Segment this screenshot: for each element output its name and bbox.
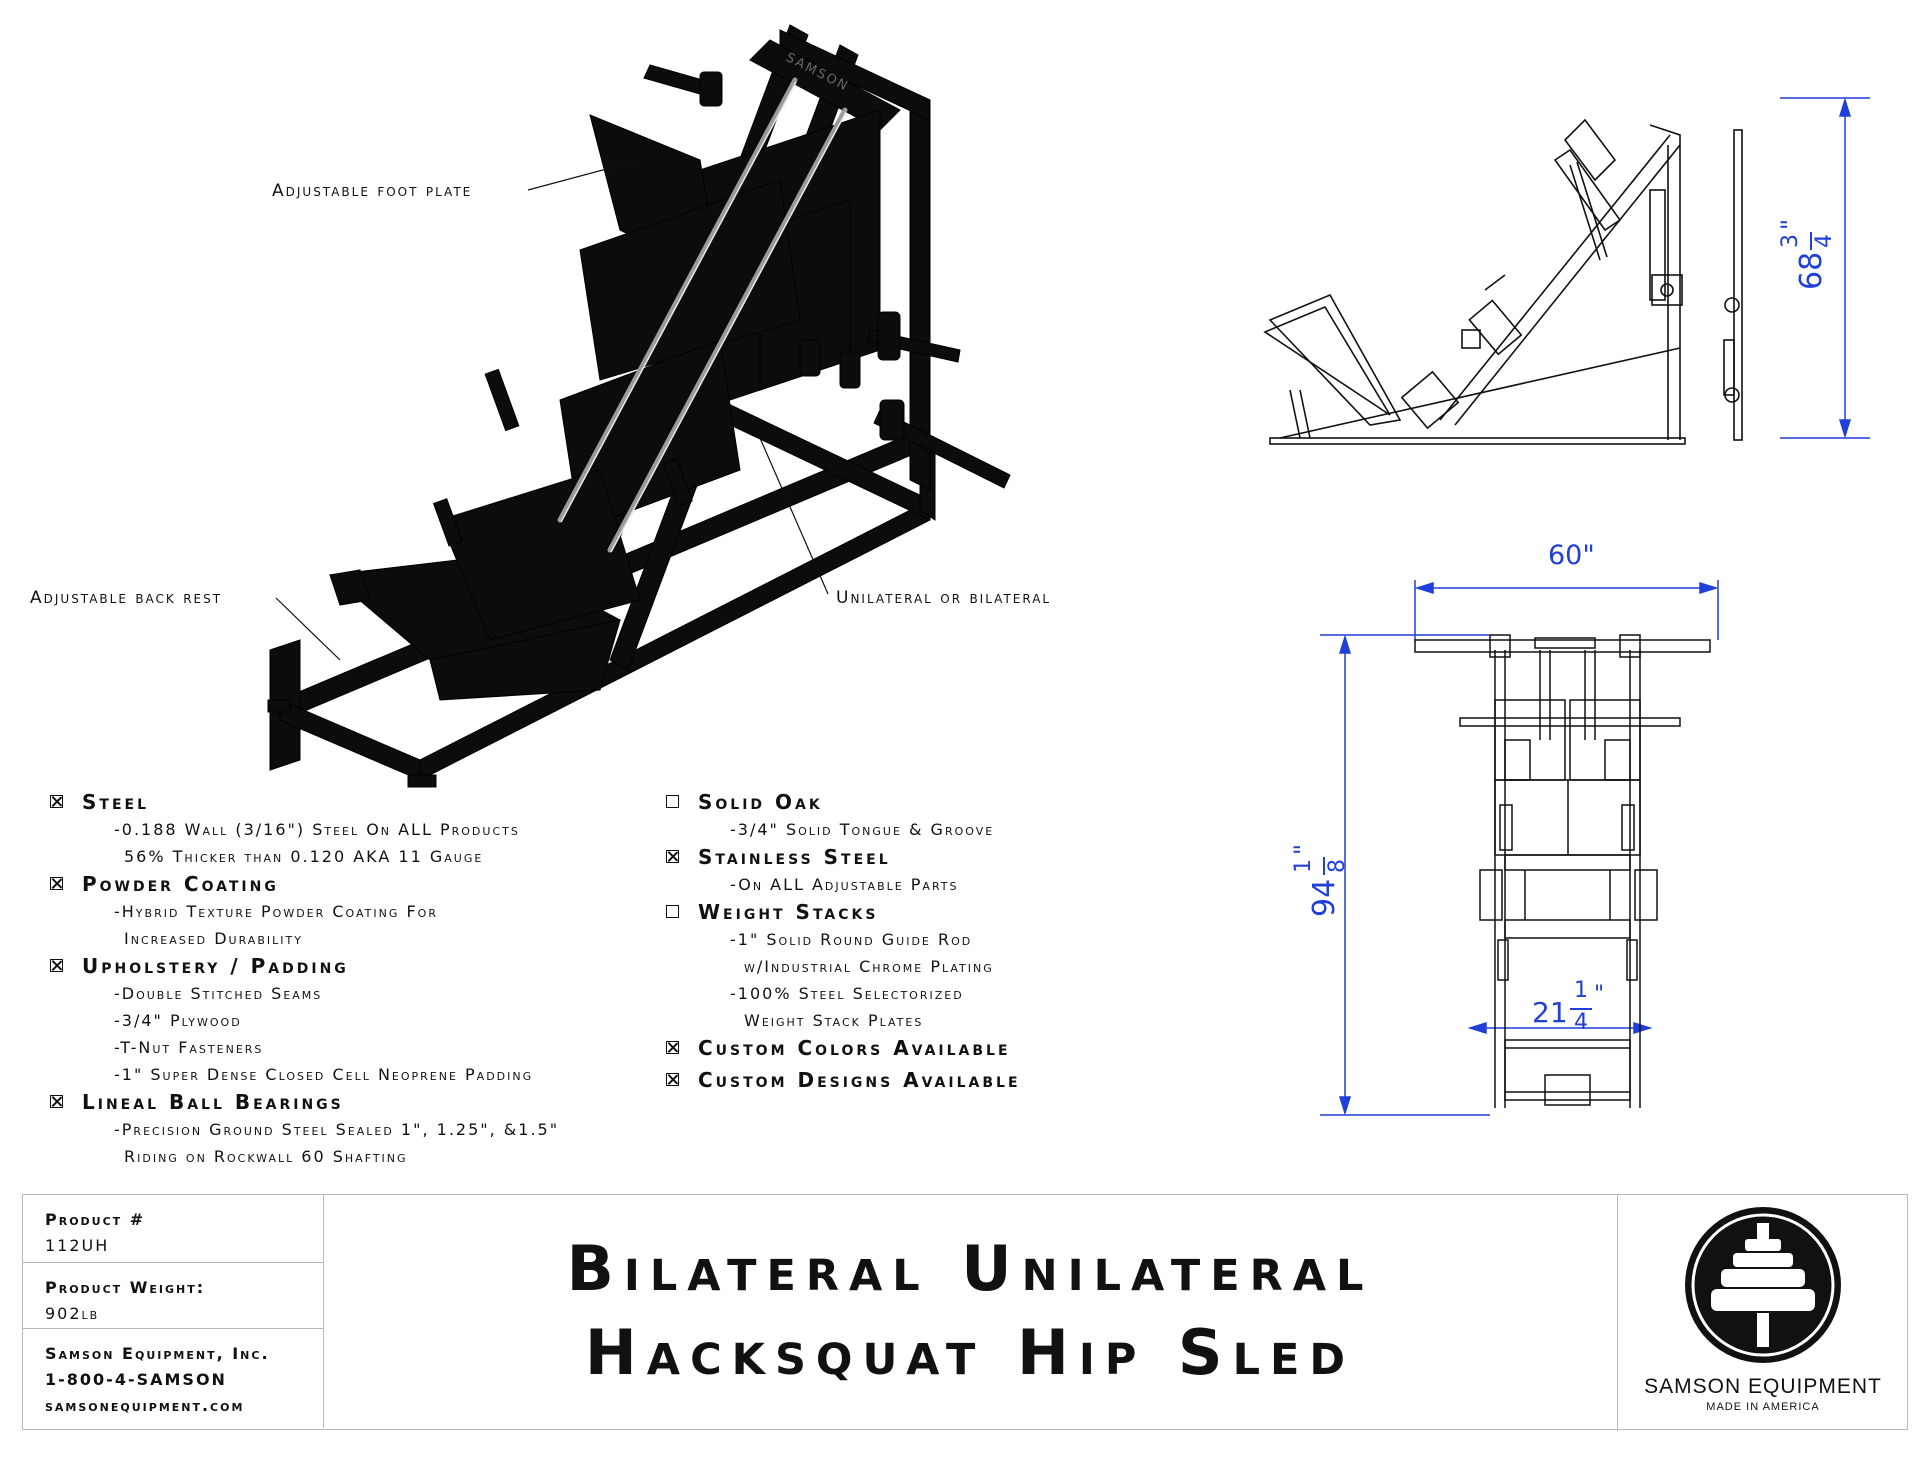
checked-box-icon [666, 1041, 679, 1054]
logo-name: SAMSON EQUIPMENT [1644, 1375, 1882, 1398]
callout-foot-plate: Adjustable foot plate [272, 181, 473, 201]
inner-unit: " [1594, 982, 1605, 1007]
spec-line: -T-Nut Fasteners [114, 1038, 264, 1057]
spec-title: Custom Colors Available [698, 1036, 1011, 1060]
spec-title: Stainless Steel [698, 845, 891, 869]
height-den: 4 [1812, 234, 1837, 248]
product-number-label: Product # [45, 1210, 146, 1229]
spec-line: -1" Super Dense Closed Cell Neoprene Pad… [114, 1065, 534, 1084]
logo-tagline: MADE IN AMERICA [1706, 1401, 1820, 1413]
product-weight-label: Product Weight: [45, 1278, 206, 1297]
length-dimension: 94 1 8 " [1285, 827, 1365, 917]
spec-title: Powder Coating [82, 872, 279, 896]
spec-solid-oak: Solid Oak -3/4" Solid Tongue & Groove [666, 788, 1021, 843]
spec-powder-coating: Powder Coating -Hybrid Texture Powder Co… [50, 870, 559, 952]
checked-box-icon [50, 1095, 63, 1108]
checked-box-icon [666, 850, 679, 863]
spec-line: -Precision Ground Steel Sealed 1", 1.25"… [114, 1120, 560, 1139]
drawing-title: Bilateral Unilateral Hacksquat Hip Sled [323, 1195, 1617, 1431]
checked-box-icon [50, 795, 63, 808]
spec-ball-bearings: Lineal Ball Bearings -Precision Ground S… [50, 1088, 559, 1170]
samson-logo: SAMSON EQUIPMENT MADE IN AMERICA [1617, 1195, 1908, 1431]
product-number-row: Product # 112UH [23, 1195, 324, 1263]
company-website: samsonequipment.com [45, 1396, 245, 1415]
spec-title: Solid Oak [698, 790, 823, 814]
spec-line: 56% Thicker than 0.120 AKA 11 Gauge [124, 847, 484, 866]
spec-line: Weight Stack Plates [744, 1011, 924, 1030]
spec-title: Lineal Ball Bearings [82, 1090, 344, 1114]
spec-stainless-steel: Stainless Steel -On ALL Adjustable Parts [666, 843, 1021, 898]
unchecked-box-icon [666, 795, 679, 808]
spec-line: -On ALL Adjustable Parts [730, 875, 959, 894]
machine-isometric-render: SAMSON [267, 24, 1011, 788]
company-row: Samson Equipment, Inc. 1-800-4-SAMSON sa… [23, 1329, 324, 1428]
unchecked-box-icon [666, 905, 679, 918]
inner-num: 1 [1574, 978, 1588, 1003]
height-whole: 68 [1794, 251, 1829, 290]
spec-title: Upholstery / Padding [82, 954, 349, 978]
width-dimension: 60" [1548, 540, 1595, 571]
spec-weight-stacks: Weight Stacks -1" Solid Round Guide Rod … [666, 898, 1021, 1034]
callout-back-rest: Adjustable back rest [30, 588, 223, 608]
product-number-value: 112UH [45, 1236, 110, 1255]
inner-whole: 21 [1532, 996, 1568, 1029]
title-block-info: Product # 112UH Product Weight: 902lb Sa… [23, 1195, 324, 1428]
spec-upholstery: Upholstery / Padding -Double Stitched Se… [50, 952, 559, 1088]
company-phone: 1-800-4-SAMSON [45, 1370, 227, 1389]
spec-title: Steel [82, 790, 150, 814]
height-unit: " [1776, 218, 1804, 230]
title-block: Product # 112UH Product Weight: 902lb Sa… [22, 1194, 1908, 1431]
spec-line: -3/4" Plywood [114, 1011, 242, 1030]
inner-width-dimension: 21 1 4 " [1532, 978, 1632, 1048]
spec-line: w/Industrial Chrome Plating [744, 957, 994, 976]
callout-unilateral: Unilateral or bilateral [836, 588, 1052, 608]
spec-line: -0.188 Wall (3/16") Steel On ALL Product… [114, 820, 520, 839]
spec-list-right: Solid Oak -3/4" Solid Tongue & Groove St… [666, 788, 1021, 1094]
spec-title: Weight Stacks [698, 900, 879, 924]
spec-line: -Double Stitched Seams [114, 984, 323, 1003]
checked-box-icon [666, 1073, 679, 1086]
product-weight-value: 902lb [45, 1304, 100, 1323]
spec-line: -Hybrid Texture Powder Coating For [114, 902, 438, 921]
spec-custom-designs: Custom Designs Available [666, 1066, 1021, 1094]
spec-line: -1" Solid Round Guide Rod [730, 930, 973, 949]
spec-line: -100% Steel Selectorized [730, 984, 964, 1003]
length-unit: " [1289, 843, 1317, 855]
spec-steel: Steel -0.188 Wall (3/16") Steel On ALL P… [50, 788, 559, 870]
length-num: 1 [1291, 859, 1316, 873]
checked-box-icon [50, 877, 63, 890]
length-whole: 94 [1307, 878, 1342, 917]
title-line-1: Bilateral Unilateral [566, 1232, 1374, 1305]
spec-list-left: Steel -0.188 Wall (3/16") Steel On ALL P… [50, 788, 559, 1170]
spec-title: Custom Designs Available [698, 1068, 1021, 1092]
spec-line: -3/4" Solid Tongue & Groove [730, 820, 995, 839]
side-view-drawing [1263, 97, 1870, 445]
samson-logo-emblem [1685, 1207, 1841, 1363]
product-weight-row: Product Weight: 902lb [23, 1263, 324, 1329]
spec-line: Riding on Rockwall 60 Shafting [124, 1147, 408, 1166]
height-num: 3 [1778, 234, 1803, 248]
spec-custom-colors: Custom Colors Available [666, 1034, 1021, 1062]
inner-fraction-bar [1570, 1008, 1592, 1010]
title-line-2: Hacksquat Hip Sled [584, 1316, 1356, 1389]
inner-den: 4 [1574, 1010, 1588, 1035]
length-den: 8 [1325, 859, 1350, 873]
top-view-drawing [1320, 580, 1719, 1116]
height-dimension: 68 3 4 " [1772, 210, 1852, 290]
spec-line: Increased Durability [124, 929, 303, 948]
checked-box-icon [50, 959, 63, 972]
company-name: Samson Equipment, Inc. [45, 1344, 270, 1363]
